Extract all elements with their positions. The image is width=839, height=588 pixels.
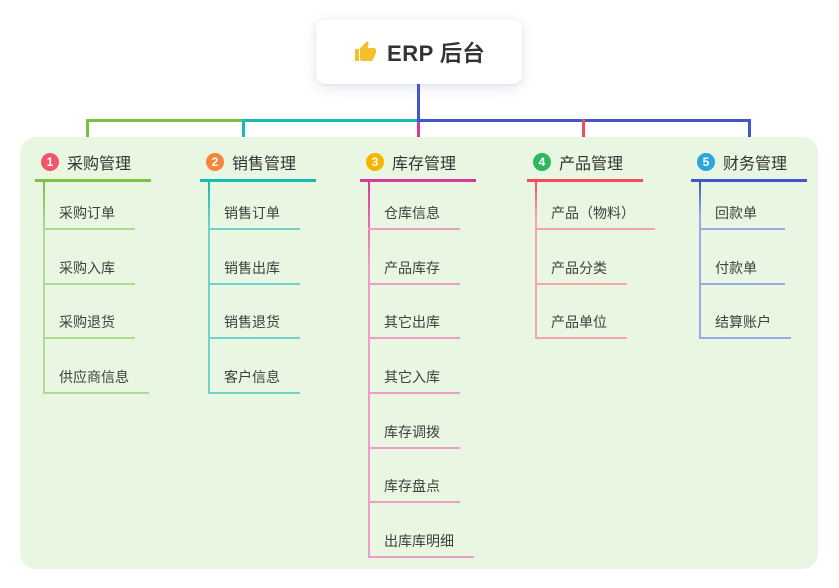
branch-number-badge: 4	[533, 152, 551, 171]
node-customer-info[interactable]: 客户信息	[208, 339, 300, 395]
node-receipt-slip[interactable]: 回款单	[699, 182, 785, 230]
node-product-category[interactable]: 产品分类	[535, 230, 627, 285]
branch-sales: 2 销售管理 销售订单 销售出库 销售退货 客户信息	[200, 150, 317, 395]
node-other-outbound[interactable]: 其它出库	[368, 285, 460, 340]
branch-finance-header[interactable]: 5 财务管理	[691, 150, 808, 182]
node-purchase-order[interactable]: 采购订单	[43, 182, 135, 230]
connector-root-stem	[417, 84, 420, 122]
branch-product-header[interactable]: 4 产品管理	[527, 150, 644, 182]
root-node[interactable]: ERP 后台	[316, 20, 522, 84]
branch-purchase: 1 采购管理 采购订单 采购入库 采购退货 供应商信息	[35, 150, 152, 395]
branch-title: 采购管理	[67, 155, 132, 173]
node-other-inbound[interactable]: 其它入库	[368, 339, 460, 395]
node-stock-transfer[interactable]: 库存调拨	[368, 394, 460, 449]
mindmap-panel: 1 采购管理 采购订单 采购入库 采购退货 供应商信息 2 销售管理 销售订单 …	[20, 137, 818, 569]
node-product-stock[interactable]: 产品库存	[368, 230, 460, 285]
branch-number-badge: 2	[206, 152, 224, 171]
branch-inventory-header[interactable]: 3 库存管理	[360, 150, 477, 182]
branch-connector-line	[368, 182, 370, 559]
node-inout-stock-detail[interactable]: 出库库明细	[368, 503, 474, 559]
node-payment-slip[interactable]: 付款单	[699, 230, 785, 285]
branch-inventory: 3 库存管理 仓库信息 产品库存 其它出库 其它入库 库存调拨 库存盘点 出库库…	[360, 150, 477, 559]
node-sales-order[interactable]: 销售订单	[208, 182, 300, 230]
node-settlement-account[interactable]: 结算账户	[699, 285, 791, 340]
branch-title: 财务管理	[723, 155, 788, 173]
branch-sales-header[interactable]: 2 销售管理	[200, 150, 317, 182]
branch-number-badge: 5	[697, 152, 715, 171]
connector-drop-sales	[242, 119, 245, 148]
node-product-material[interactable]: 产品（物料）	[535, 182, 655, 230]
connector-drop-finance	[748, 119, 751, 146]
branch-number-badge: 3	[366, 152, 384, 171]
connector-drop-inventory	[417, 122, 420, 148]
node-sales-outbound[interactable]: 销售出库	[208, 230, 300, 285]
node-purchase-return[interactable]: 采购退货	[43, 285, 135, 340]
node-warehouse-info[interactable]: 仓库信息	[368, 182, 460, 230]
branch-finance: 5 财务管理 回款单 付款单 结算账户	[691, 150, 808, 340]
branch-title: 产品管理	[559, 155, 624, 173]
branch-connector-line	[535, 182, 537, 340]
thumbs-up-icon	[355, 41, 377, 61]
branch-connector-line	[699, 182, 701, 340]
branch-connector-line	[208, 182, 210, 395]
branch-title: 销售管理	[232, 155, 297, 173]
branch-purchase-header[interactable]: 1 采购管理	[35, 150, 152, 182]
branch-number-badge: 1	[41, 152, 59, 171]
connector-bus-green	[86, 119, 244, 122]
node-purchase-inbound[interactable]: 采购入库	[43, 230, 135, 285]
branch-connector-line	[43, 182, 45, 395]
node-stock-taking[interactable]: 库存盘点	[368, 449, 460, 504]
branch-product: 4 产品管理 产品（物料） 产品分类 产品单位	[527, 150, 655, 340]
branch-title: 库存管理	[392, 155, 457, 173]
connector-drop-product	[582, 119, 585, 148]
node-sales-return[interactable]: 销售退货	[208, 285, 300, 340]
connector-drop-purchase	[86, 119, 89, 148]
connector-bus-teal	[242, 119, 419, 122]
node-product-unit[interactable]: 产品单位	[535, 285, 627, 340]
node-supplier-info[interactable]: 供应商信息	[43, 339, 149, 395]
root-label: ERP 后台	[387, 41, 485, 66]
